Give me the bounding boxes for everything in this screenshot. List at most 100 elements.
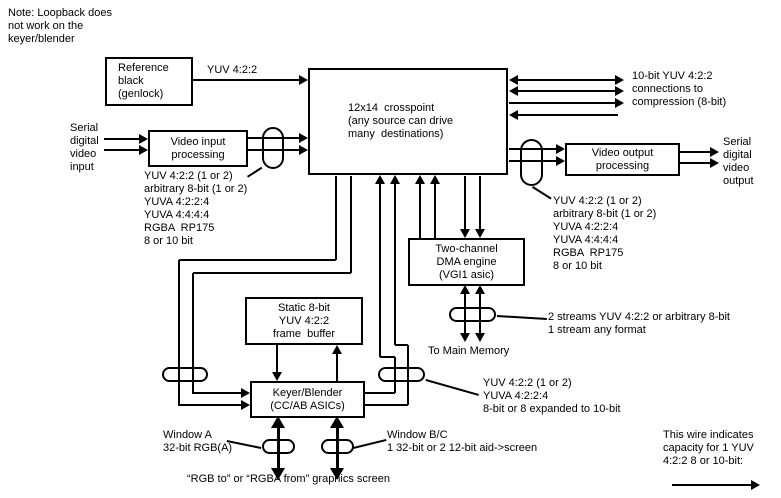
wire-dma-to-xpt-1 [419,184,421,238]
window-a-label-text: Window A [163,429,212,441]
arrowhead-keyer-out-1-icon [375,175,385,184]
input-format-list-text: YUVA 4:2:2:4 [144,196,210,208]
serial-digital-video-input-text: digital [70,135,99,147]
wire-dma-memory-1 [464,293,466,334]
wire-xpt-to-dma-2 [479,176,481,230]
serial-digital-video-input-text: Serial [70,122,99,134]
serial-digital-video-output-text: video [723,162,750,174]
output-format-list-text: YUVA 4:4:4:4 [553,234,619,246]
wire-xpt-to-keyer-1 [178,260,180,406]
note-text-text: Note: Loopback does [8,7,112,19]
note-text-text: keyer/blender [8,33,75,45]
callout-input-formats [247,167,262,178]
wire-refblack-to-crosspoint [193,79,302,81]
frame-buffer-text: Static 8-bit [278,301,330,314]
wire-serial-in-1 [104,138,142,140]
output-format-list-text: RGBA RP175 [553,247,624,259]
arrowhead-memory-up-2-icon [475,285,485,294]
legend-label-text: 4:2:2 8 or 10-bit: [663,455,744,467]
arrowhead-memory-up-1-icon [460,285,470,294]
arrowhead-legend-icon [751,480,760,490]
serial-digital-video-input-text: video [70,148,97,160]
box-keyer-blender: Keyer/Blender(CC/AB ASICs) [250,381,365,418]
arrowhead-keyer-out-2-icon [390,175,400,184]
arrowhead-vout-1-icon [556,144,565,154]
wire-xpt-to-keyer-2 [192,273,194,394]
input-format-list-text: 8 or 10 bit [144,235,193,247]
callout-dma-streams [496,315,547,320]
serial-digital-video-output-text: output [723,175,754,187]
wire-keyer-graphics-2 [335,425,339,471]
output-format-list-text: arbitrary 8-bit (1 or 2) [553,208,657,220]
arrowhead-memory-down-2-icon [475,333,485,342]
wire-xpt-to-vout-2 [509,160,559,162]
label-input-format-list: YUV 4:2:2 (1 or 2)arbitrary 8-bit (1 or … [144,170,247,248]
bus-capsule-window-bc [321,439,354,454]
arrowhead-serial-in-1-icon [139,134,148,144]
bus-capsule-window-a [262,439,295,454]
dma-engine-text: DMA engine [436,255,497,268]
arrowhead-serial-out-2-icon [710,158,719,168]
arrowhead-graphics1-up-icon [271,416,285,428]
serial-digital-video-input-text: input [70,161,94,173]
wire-xpt-to-keyer-1 [179,404,242,406]
wire-keyer-to-xpt-1 [379,184,381,357]
bus-capsule-keyer-in [162,367,208,382]
window-bc-label-text: 1 32-bit or 2 12-bit aid->screen [387,442,538,454]
compression-label-text: connections to [632,83,703,95]
arrowhead-dma-up-2-icon [430,175,440,184]
frame-buffer-text: frame buffer [272,327,336,340]
wire-vout-serial-2 [680,162,712,164]
compression-label-text: compression (8-bit) [632,96,727,108]
wire-keyer-to-xpt-2 [407,345,409,405]
label-to-main-memory: To Main Memory [428,345,509,358]
wire-framebuffer-to-keyer [276,345,278,374]
callout-output-formats [532,186,552,200]
bus-capsule-video-in [262,127,284,169]
keyer-blender-text: (CC/AB ASICs) [270,399,345,412]
output-format-list-text: YUV 4:2:2 (1 or 2) [553,195,642,207]
label-graphics-screen-label: “RGB to” or “RGBA from” graphics screen [187,473,390,486]
keyer-format-list-text: 8-bit or 8 expanded to 10-bit [483,403,621,415]
label-yuv422-wire-label: YUV 4:2:2 [207,64,257,77]
wire-xpt-to-keyer-1 [179,259,336,261]
video-output-processing-text: Video output [591,146,654,159]
wire-dma-to-xpt-2 [434,184,436,238]
wire-vin-to-xpt-2 [248,149,302,151]
wire-keyer-to-xpt-1 [380,356,395,358]
wire-keyer-to-xpt-1 [394,357,396,393]
window-a-label-text: 32-bit RGB(A) [163,442,233,454]
video-output-processing-text: processing [595,159,650,172]
bus-capsule-dma-memory [449,307,496,322]
keyer-format-list-text: YUVA 4:2:2:4 [483,390,549,402]
arrowhead-comp2-right-icon [615,86,624,96]
input-format-list-text: arbitrary 8-bit (1 or 2) [144,183,248,195]
crosspoint-text: (any source can drive [348,115,454,127]
arrowhead-keyer-in-2-icon [241,400,250,410]
arrowhead-vout-2-icon [556,156,565,166]
graphics-screen-label-text: “RGB to” or “RGBA from” graphics screen [187,473,390,485]
video-input-processing-text: processing [171,148,225,161]
input-format-list-text: YUVA 4:4:4:4 [144,209,210,221]
reference-black-text: (genlock) [118,88,164,100]
arrowhead-comp1-left-icon [509,75,518,85]
video-input-processing-text: Video input [170,135,226,148]
arrowhead-graphics2-down-icon [330,468,344,480]
crosspoint-text: 12x14 crosspoint [348,102,435,114]
wire-compression-4 [517,114,618,116]
reference-black-text: Reference [118,62,169,74]
arrowhead-serial-in-2-icon [139,145,148,155]
arrowhead-graphics1-down-icon [271,468,285,480]
legend-label-text: capacity for 1 YUV [663,442,754,454]
wire-xpt-to-keyer-2 [193,272,351,274]
input-format-list-text: YUV 4:2:2 (1 or 2) [144,170,233,182]
